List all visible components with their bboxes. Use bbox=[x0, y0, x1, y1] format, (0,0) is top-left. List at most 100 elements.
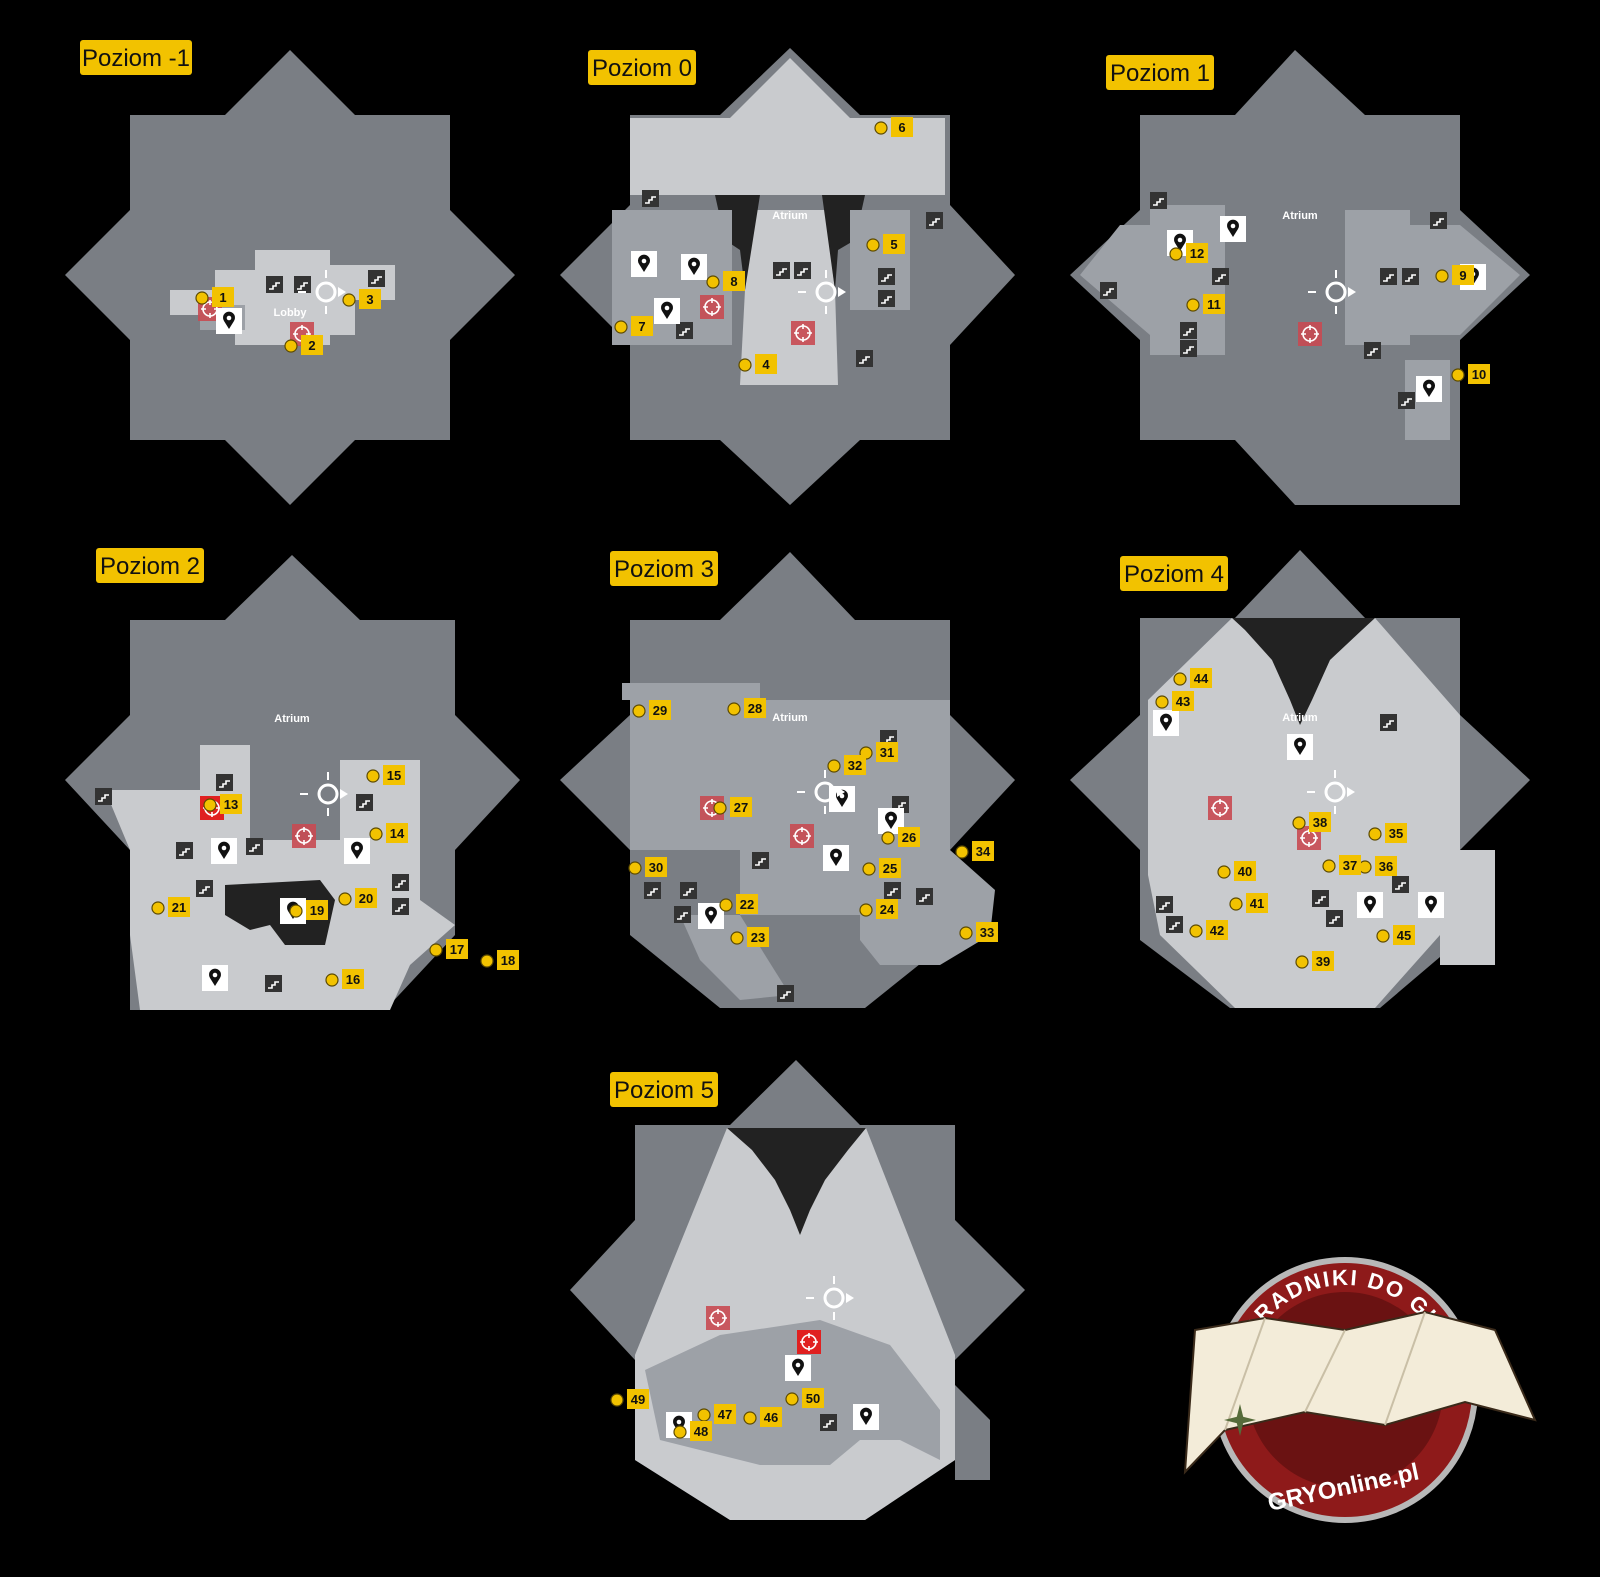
map-pin-icon bbox=[1416, 376, 1442, 402]
collectible-marker[interactable]: 30 bbox=[628, 857, 667, 877]
level-title: Poziom 4 bbox=[1124, 561, 1224, 588]
collectible-marker[interactable]: 17 bbox=[429, 939, 468, 959]
collectible-marker[interactable]: 15 bbox=[366, 765, 405, 785]
marker-number: 2 bbox=[308, 338, 315, 353]
collectible-marker[interactable]: 38 bbox=[1292, 812, 1331, 832]
level-map-5: Poziom 5 46 47 48 49 50 bbox=[570, 1060, 1025, 1520]
map-pin-icon bbox=[698, 903, 724, 929]
stairs-icon bbox=[1180, 322, 1197, 339]
collectible-marker[interactable]: 12 bbox=[1169, 243, 1208, 263]
collectible-marker[interactable]: 50 bbox=[785, 1388, 824, 1408]
collectible-marker[interactable]: 19 bbox=[289, 900, 328, 920]
collectible-marker[interactable]: 43 bbox=[1155, 691, 1194, 711]
collectible-marker[interactable]: 14 bbox=[369, 823, 408, 843]
collectible-marker[interactable]: 29 bbox=[632, 700, 671, 720]
stairs-icon bbox=[392, 898, 409, 915]
collectible-marker[interactable]: 18 bbox=[480, 950, 519, 970]
collectible-marker[interactable]: 5 bbox=[866, 234, 905, 254]
marker-number: 21 bbox=[172, 900, 186, 915]
collectible-marker[interactable]: 37 bbox=[1322, 855, 1361, 875]
collectible-marker[interactable]: 42 bbox=[1189, 920, 1228, 940]
marker-number: 28 bbox=[748, 701, 762, 716]
collectible-marker[interactable]: 2 bbox=[284, 335, 323, 355]
map-pin-icon bbox=[1287, 734, 1313, 760]
compass-icon bbox=[300, 772, 348, 816]
collectible-marker[interactable]: 24 bbox=[859, 899, 898, 919]
marker-number: 31 bbox=[880, 745, 894, 760]
marker-number: 49 bbox=[631, 1392, 645, 1407]
collectible-marker[interactable]: 28 bbox=[727, 698, 766, 718]
stairs-icon bbox=[1364, 342, 1381, 359]
marker-number: 39 bbox=[1316, 954, 1330, 969]
target-icon bbox=[292, 824, 316, 848]
collectible-marker[interactable]: 25 bbox=[862, 858, 901, 878]
room bbox=[105, 745, 455, 1010]
level-title: Poziom 5 bbox=[614, 1077, 714, 1104]
marker-number: 44 bbox=[1194, 671, 1209, 686]
collectible-marker[interactable]: 22 bbox=[719, 894, 758, 914]
stairs-icon bbox=[1212, 268, 1229, 285]
marker-number: 9 bbox=[1459, 268, 1466, 283]
map-pin-icon bbox=[823, 845, 849, 871]
collectible-marker[interactable]: 4 bbox=[738, 354, 777, 374]
collectible-marker[interactable]: 13 bbox=[203, 794, 242, 814]
compass-icon bbox=[1308, 270, 1356, 314]
level-title: Poziom 2 bbox=[100, 553, 200, 580]
map-pin-icon bbox=[216, 308, 242, 334]
void bbox=[1232, 618, 1375, 725]
collectible-marker[interactable]: 11 bbox=[1186, 294, 1225, 314]
marker-number: 1 bbox=[219, 290, 226, 305]
collectible-marker[interactable]: 41 bbox=[1229, 893, 1268, 913]
collectible-marker[interactable]: 49 bbox=[610, 1389, 649, 1409]
collectible-marker[interactable]: 36 bbox=[1358, 856, 1397, 876]
collectible-marker[interactable]: 1 bbox=[195, 287, 234, 307]
collectible-marker[interactable]: 33 bbox=[959, 922, 998, 942]
marker-number: 41 bbox=[1250, 896, 1264, 911]
stairs-icon bbox=[265, 975, 282, 992]
stairs-icon bbox=[1430, 212, 1447, 229]
area-label-lobby: Lobby bbox=[274, 307, 308, 319]
level-title-badge: Poziom 0 bbox=[588, 50, 696, 85]
map-pin-icon bbox=[681, 254, 707, 280]
collectible-marker[interactable]: 16 bbox=[325, 969, 364, 989]
target-icon bbox=[791, 321, 815, 345]
collectible-marker[interactable]: 21 bbox=[151, 897, 190, 917]
stairs-icon bbox=[884, 882, 901, 899]
marker-number: 37 bbox=[1343, 858, 1357, 873]
room-lobby bbox=[170, 250, 395, 345]
stairs-icon bbox=[1398, 392, 1415, 409]
stairs-icon bbox=[246, 838, 263, 855]
collectible-marker[interactable]: 8 bbox=[706, 271, 745, 291]
collectible-marker[interactable]: 35 bbox=[1368, 823, 1407, 843]
marker-number: 4 bbox=[762, 357, 770, 372]
collectible-marker[interactable]: 40 bbox=[1217, 861, 1256, 881]
collectible-marker[interactable]: 26 bbox=[881, 827, 920, 847]
marker-number: 26 bbox=[902, 830, 916, 845]
marker-number: 10 bbox=[1472, 367, 1486, 382]
collectible-marker[interactable]: 10 bbox=[1451, 364, 1490, 384]
collectible-marker[interactable]: 45 bbox=[1376, 925, 1415, 945]
collectible-marker[interactable]: 20 bbox=[338, 888, 377, 908]
level-title-badge: Poziom 3 bbox=[610, 551, 718, 586]
collectible-marker[interactable]: 48 bbox=[673, 1421, 712, 1441]
marker-number: 42 bbox=[1210, 923, 1224, 938]
collectible-marker[interactable]: 23 bbox=[730, 927, 769, 947]
collectible-marker[interactable]: 39 bbox=[1295, 951, 1334, 971]
collectible-marker[interactable]: 46 bbox=[743, 1407, 782, 1427]
collectible-marker[interactable]: 6 bbox=[874, 117, 913, 137]
collectible-marker[interactable]: 3 bbox=[342, 289, 381, 309]
collectible-marker[interactable]: 34 bbox=[955, 841, 994, 861]
collectible-marker[interactable]: 7 bbox=[614, 316, 653, 336]
marker-number: 47 bbox=[718, 1407, 732, 1422]
collectible-marker[interactable]: 44 bbox=[1173, 668, 1212, 688]
stairs-icon bbox=[1156, 896, 1173, 913]
collectible-marker[interactable]: 31 bbox=[859, 742, 898, 762]
collectible-marker[interactable]: 27 bbox=[713, 797, 752, 817]
collectible-marker[interactable]: 32 bbox=[827, 755, 866, 775]
marker-number: 19 bbox=[310, 903, 324, 918]
stairs-icon bbox=[642, 190, 659, 207]
marker-number: 8 bbox=[730, 274, 737, 289]
compass-icon bbox=[298, 270, 346, 314]
room bbox=[680, 915, 790, 1000]
collectible-marker[interactable]: 9 bbox=[1435, 265, 1474, 285]
